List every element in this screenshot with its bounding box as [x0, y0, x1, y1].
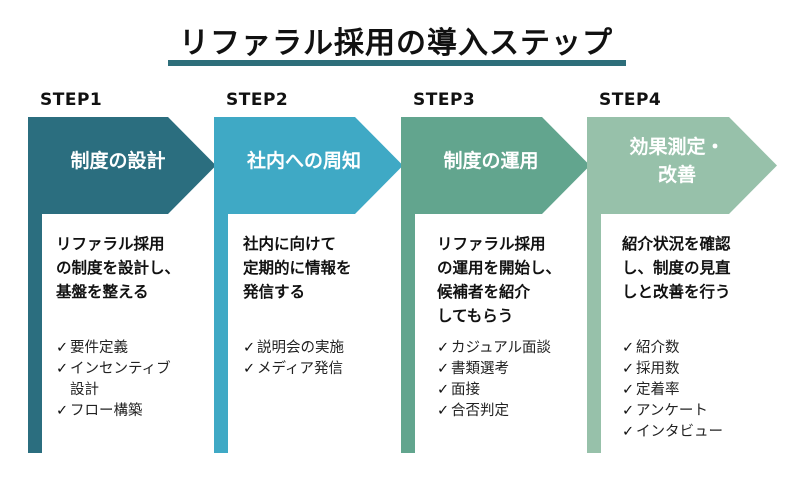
check-icon: ✓ — [437, 382, 450, 398]
step3-label: STEP3 — [413, 90, 476, 110]
check-icon: ✓ — [437, 403, 450, 419]
step3-item: ✓カジュアル面談 — [437, 338, 551, 359]
item-text: 紹介数 — [636, 340, 680, 356]
step4-item: ✓定着率 — [622, 380, 723, 401]
item-text: 要件定義 — [70, 340, 128, 356]
item-text: 定着率 — [636, 382, 680, 398]
check-icon: ✓ — [437, 340, 450, 356]
check-icon: ✓ — [437, 361, 450, 377]
step1-description: リファラル採用 の制度を設計し、 基盤を整える — [56, 235, 181, 301]
step4-item: ✓採用数 — [622, 359, 723, 380]
check-icon: ✓ — [56, 403, 69, 419]
check-icon: ✓ — [622, 340, 635, 356]
step1-item: ✓インセンティブ 設計 — [56, 359, 171, 401]
item-text: 書類選考 — [451, 361, 509, 377]
check-icon: ✓ — [622, 382, 635, 398]
check-icon: ✓ — [243, 340, 256, 356]
step-chevrons — [28, 117, 777, 214]
check-icon: ✓ — [243, 361, 256, 377]
item-text: アンケート — [636, 403, 708, 419]
check-icon: ✓ — [622, 361, 635, 377]
item-text: 面接 — [451, 382, 480, 398]
step2-description: 社内に向けて 定期的に情報を 発信する — [243, 235, 352, 301]
step1-heading: 制度の設計 — [70, 150, 166, 172]
item-text: 採用数 — [636, 361, 680, 377]
step4-chevron — [587, 117, 777, 214]
item-text: インタビュー — [636, 424, 723, 440]
step1-item: ✓フロー構築 — [56, 401, 171, 422]
step2-item-list: ✓説明会の実施✓メディア発信 — [243, 338, 344, 380]
step2-chevron — [214, 117, 403, 214]
item-text: インセンティブ 設計 — [70, 361, 171, 398]
check-icon: ✓ — [622, 403, 635, 419]
check-icon: ✓ — [56, 340, 69, 356]
step2-heading: 社内への周知 — [246, 150, 361, 172]
step4-heading: 効果測定・ 改善 — [629, 136, 725, 186]
item-text: メディア発信 — [257, 361, 343, 377]
item-text: カジュアル面談 — [451, 340, 552, 356]
step1-chevron — [28, 117, 216, 214]
check-icon: ✓ — [56, 361, 69, 377]
title-underline — [168, 60, 626, 66]
step4-label: STEP4 — [599, 90, 662, 110]
step4-item: ✓紹介数 — [622, 338, 723, 359]
item-text: 合否判定 — [451, 403, 509, 419]
step1-item: ✓要件定義 — [56, 338, 171, 359]
check-icon: ✓ — [622, 424, 635, 440]
step4-item-list: ✓紹介数✓採用数✓定着率✓アンケート✓インタビュー — [622, 338, 723, 443]
step4-item: ✓アンケート — [622, 401, 723, 422]
step3-item-list: ✓カジュアル面談✓書類選考✓面接✓合否判定 — [437, 338, 551, 422]
step2-item: ✓説明会の実施 — [243, 338, 344, 359]
step3-item: ✓面接 — [437, 380, 551, 401]
step2-item: ✓メディア発信 — [243, 359, 344, 380]
step4-item: ✓インタビュー — [622, 422, 723, 443]
step1-item-list: ✓要件定義✓インセンティブ 設計✓フロー構築 — [56, 338, 171, 422]
item-text: フロー構築 — [70, 403, 143, 419]
step3-item: ✓書類選考 — [437, 359, 551, 380]
step3-description: リファラル採用 の運用を開始し、 候補者を紹介 してもらう — [437, 235, 562, 325]
page-title: リファラル採用の導入ステップ — [179, 26, 613, 61]
step4-description: 紹介状況を確認 し、制度の見直 しと改善を行う — [622, 235, 731, 301]
step1-label: STEP1 — [40, 90, 103, 110]
step2-label: STEP2 — [226, 90, 289, 110]
step3-item: ✓合否判定 — [437, 401, 551, 422]
step3-chevron — [401, 117, 590, 214]
step3-heading: 制度の運用 — [443, 150, 539, 172]
item-text: 説明会の実施 — [257, 340, 344, 356]
